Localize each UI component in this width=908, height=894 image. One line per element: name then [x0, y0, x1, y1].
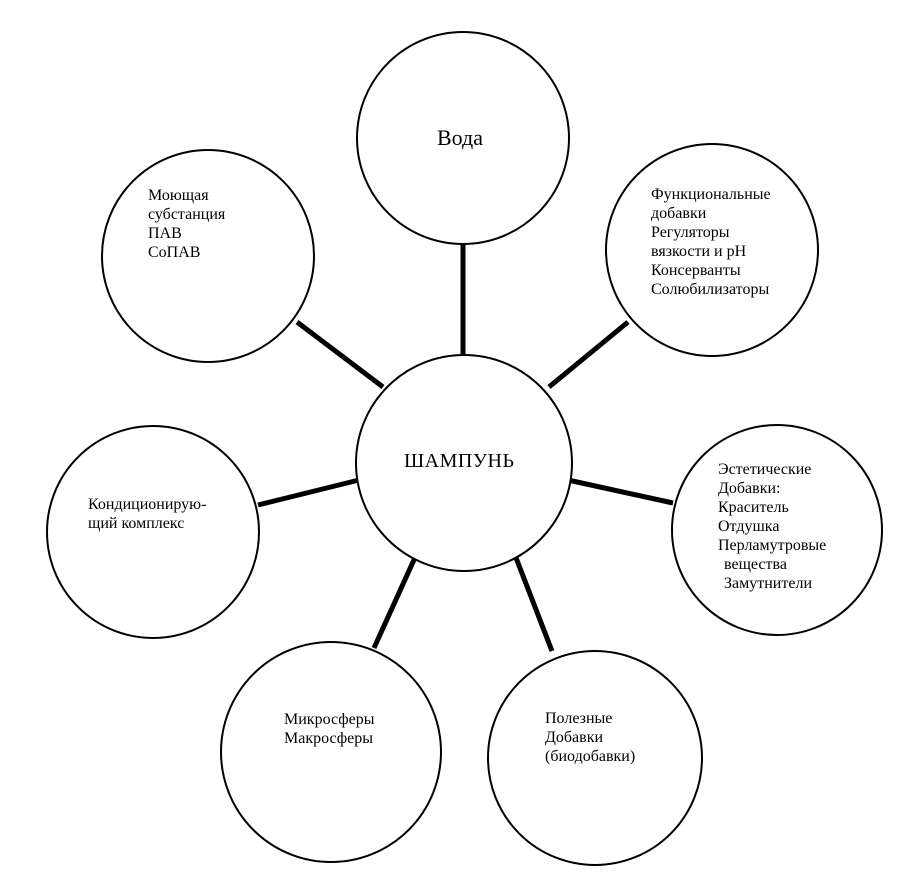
node-aesthetic-line: вещества	[724, 556, 787, 573]
node-functional-circle	[605, 143, 819, 357]
node-aesthetic-line: Эстетические	[718, 461, 812, 478]
connector-conditioning	[257, 477, 360, 508]
node-aesthetic-line: Замутнители	[724, 575, 812, 592]
node-detergent-line: субстанция	[148, 206, 226, 223]
node-aesthetic-label: Эстетические Добавки: Краситель Отдушка …	[718, 460, 826, 593]
node-spheres-label: Микросферы Макросферы	[284, 710, 374, 748]
node-functional-line: Функциональные	[651, 186, 771, 203]
node-aesthetic-line: Перламутровые	[718, 537, 827, 554]
connector-functional	[547, 320, 630, 389]
node-conditioning-line: Кондиционирую-	[88, 496, 207, 513]
node-detergent-line: ПАВ	[148, 225, 182, 242]
node-functional-label: Функциональные добавки Регуляторы вязкос…	[651, 185, 771, 299]
node-aesthetic-line: Краситель	[718, 499, 789, 516]
connector-detergent	[295, 320, 385, 389]
node-aesthetic-circle	[671, 424, 883, 636]
node-functional-line: вязкости и рН	[651, 243, 747, 260]
node-detergent-line: Моющая	[148, 187, 209, 204]
node-conditioning-label: Кондиционирую- щий комплекс	[88, 495, 206, 533]
node-useful-circle	[487, 650, 703, 866]
node-useful-line: Полезные	[545, 710, 613, 727]
node-detergent-circle	[101, 149, 315, 363]
node-spheres-line: Макросферы	[284, 730, 374, 747]
connector-aesthetic	[567, 477, 674, 506]
node-useful-line: Добавки	[545, 729, 604, 746]
node-conditioning-line: щий комплекс	[88, 515, 185, 532]
connector-useful	[510, 549, 555, 652]
node-water-label: Вода	[437, 125, 483, 151]
node-spheres-line: Микросферы	[284, 711, 375, 728]
node-functional-line: Консерванты	[651, 262, 741, 279]
node-aesthetic-line: Отдушка	[718, 518, 780, 535]
node-water-circle	[356, 31, 570, 245]
center-circle	[355, 354, 573, 572]
node-conditioning-circle	[46, 425, 260, 639]
node-spheres-circle	[220, 641, 442, 863]
node-useful-line: (биодобавки)	[545, 748, 636, 765]
center-label-text: ШАМПУНЬ	[404, 450, 515, 472]
node-detergent-line: СоПАВ	[148, 244, 201, 261]
node-useful-label: Полезные Добавки (биодобавки)	[545, 709, 635, 766]
node-water-line: Вода	[437, 125, 483, 150]
connector-spheres	[371, 549, 421, 650]
node-functional-line: Солюбилизаторы	[651, 281, 770, 298]
node-functional-line: добавки	[651, 205, 707, 222]
node-detergent-label: Моющая субстанция ПАВ СоПАВ	[148, 186, 225, 262]
node-aesthetic-line: Добавки:	[718, 480, 781, 497]
center-label: ШАМПУНЬ	[404, 449, 514, 473]
node-functional-line: Регуляторы	[651, 224, 730, 241]
